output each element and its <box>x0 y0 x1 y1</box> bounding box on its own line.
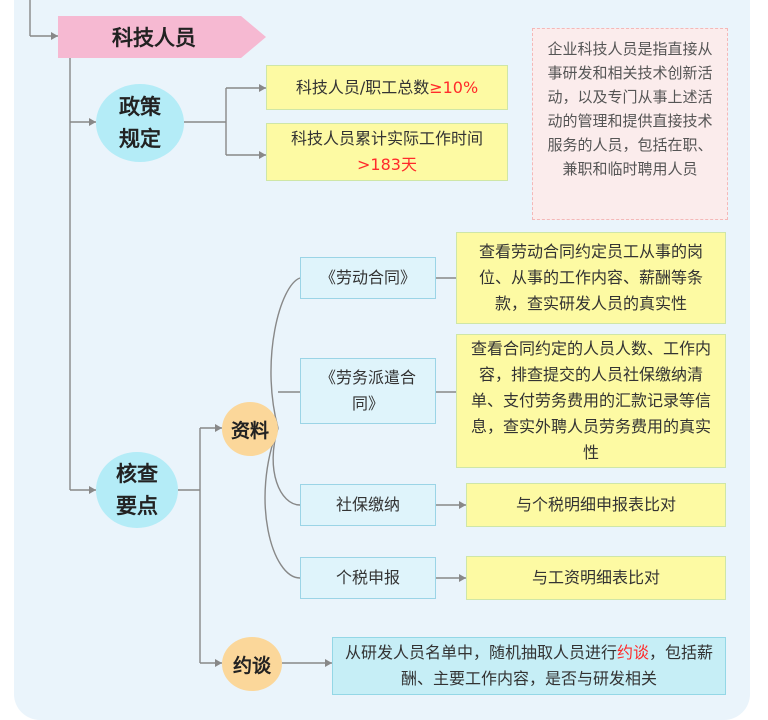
tax-declaration-detail: 与工资明细表比对 <box>466 556 726 600</box>
dispatch-contract-detail-text: 查看合同约定的人员人数、工作内容，排查提交的人员社保缴纳清单、支付劳务费用的汇款… <box>470 339 711 462</box>
definition-text: 企业科技人员是指直接从事研发和相关技术创新活动，以及专门从事上述活动的管理和提供… <box>547 40 713 178</box>
policy-time-text: 科技人员累计实际工作时间 <box>290 129 483 148</box>
interview-node: 约谈 <box>222 637 282 691</box>
policy-time-box: 科技人员累计实际工作时间 >183天 <box>266 123 508 181</box>
check-label: 核查要点 <box>116 462 158 518</box>
interview-detail-text: 从研发人员名单中，随机抽取人员进行约谈，包括薪酬、主要工作内容，是否与研发相关 <box>344 643 714 688</box>
definition-note: 企业科技人员是指直接从事研发和相关技术创新活动，以及专门从事上述活动的管理和提供… <box>532 28 728 220</box>
dispatch-contract-detail: 查看合同约定的人员人数、工作内容，排查提交的人员社保缴纳清单、支付劳务费用的汇款… <box>456 334 726 468</box>
dispatch-contract-label: 《劳务派遣合同》 <box>319 368 416 413</box>
root-label: 科技人员 <box>112 26 196 50</box>
social-security-detail: 与个税明细申报表比对 <box>466 483 726 527</box>
social-security-box: 社保缴纳 <box>300 484 436 526</box>
dispatch-contract-box: 《劳务派遣合同》 <box>300 358 436 424</box>
social-security-detail-text: 与个税明细申报表比对 <box>515 495 676 514</box>
policy-label: 政策规定 <box>119 95 161 151</box>
tax-declaration-box: 个税申报 <box>300 557 436 599</box>
tax-declaration-label: 个税申报 <box>335 568 400 587</box>
labor-contract-detail: 查看劳动合同约定员工从事的岗位、从事的工作内容、薪酬等条款，查实研发人员的真实性 <box>456 232 726 324</box>
policy-ratio-text: 科技人员/职工总数≥10% <box>295 77 479 97</box>
interview-label: 约谈 <box>232 654 271 677</box>
check-node: 核查要点 <box>96 452 178 528</box>
materials-label: 资料 <box>230 419 269 442</box>
labor-contract-detail-text: 查看劳动合同约定员工从事的岗位、从事的工作内容、薪酬等条款，查实研发人员的真实性 <box>478 242 703 313</box>
social-security-label: 社保缴纳 <box>335 495 400 514</box>
interview-detail: 从研发人员名单中，随机抽取人员进行约谈，包括薪酬、主要工作内容，是否与研发相关 <box>332 637 726 695</box>
tax-declaration-detail-text: 与工资明细表比对 <box>531 568 660 587</box>
labor-contract-box: 《劳动合同》 <box>300 257 436 299</box>
policy-node: 政策规定 <box>96 84 184 162</box>
policy-ratio-box: 科技人员/职工总数≥10% <box>266 65 508 110</box>
labor-contract-label: 《劳动合同》 <box>319 268 416 287</box>
policy-time-value: >183天 <box>357 155 417 174</box>
root-node: 科技人员 <box>58 16 266 58</box>
materials-node: 资料 <box>222 402 278 456</box>
